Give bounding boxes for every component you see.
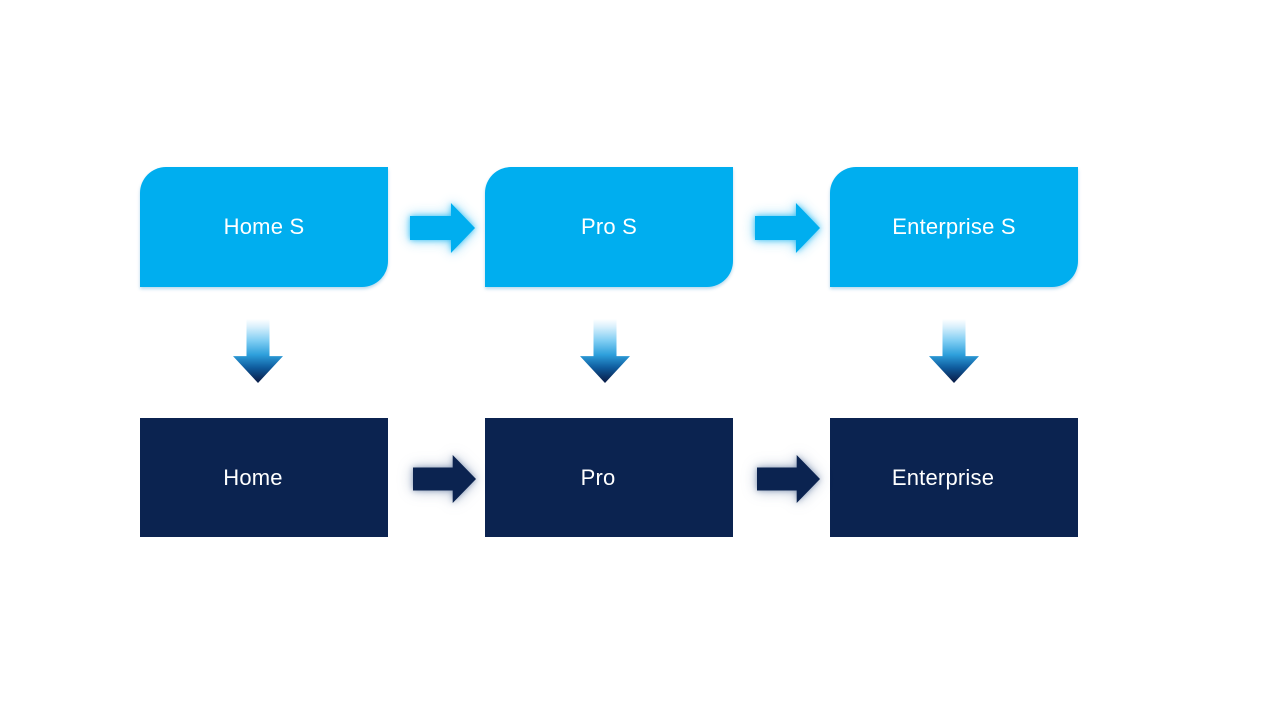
down-arrow-icon xyxy=(929,319,979,383)
right-arrow-shape xyxy=(410,203,475,253)
node-label: Pro xyxy=(580,464,616,490)
node-home: Home xyxy=(140,418,388,537)
node-label: Home xyxy=(223,464,283,490)
node-pro: Pro xyxy=(485,418,733,537)
node-label: Home S xyxy=(223,214,305,239)
right-arrow-icon xyxy=(755,203,820,253)
node-pro-s: Pro S xyxy=(485,167,733,287)
right-arrow-icon xyxy=(413,455,476,503)
right-arrow-shape xyxy=(757,455,820,503)
node-label: Enterprise xyxy=(891,464,995,490)
right-arrow-icon xyxy=(410,203,475,253)
node-enterprise-s: Enterprise S xyxy=(830,167,1078,287)
right-arrow-shape xyxy=(413,455,476,503)
node-home-s: Home S xyxy=(140,167,388,287)
node-label: Pro S xyxy=(580,214,638,239)
down-arrow-icon xyxy=(233,319,283,383)
right-arrow-icon xyxy=(757,455,820,503)
right-arrow-shape xyxy=(755,203,820,253)
down-arrow-icon xyxy=(580,319,630,383)
node-enterprise: Enterprise xyxy=(830,418,1078,537)
node-label: Enterprise S xyxy=(892,214,1016,239)
